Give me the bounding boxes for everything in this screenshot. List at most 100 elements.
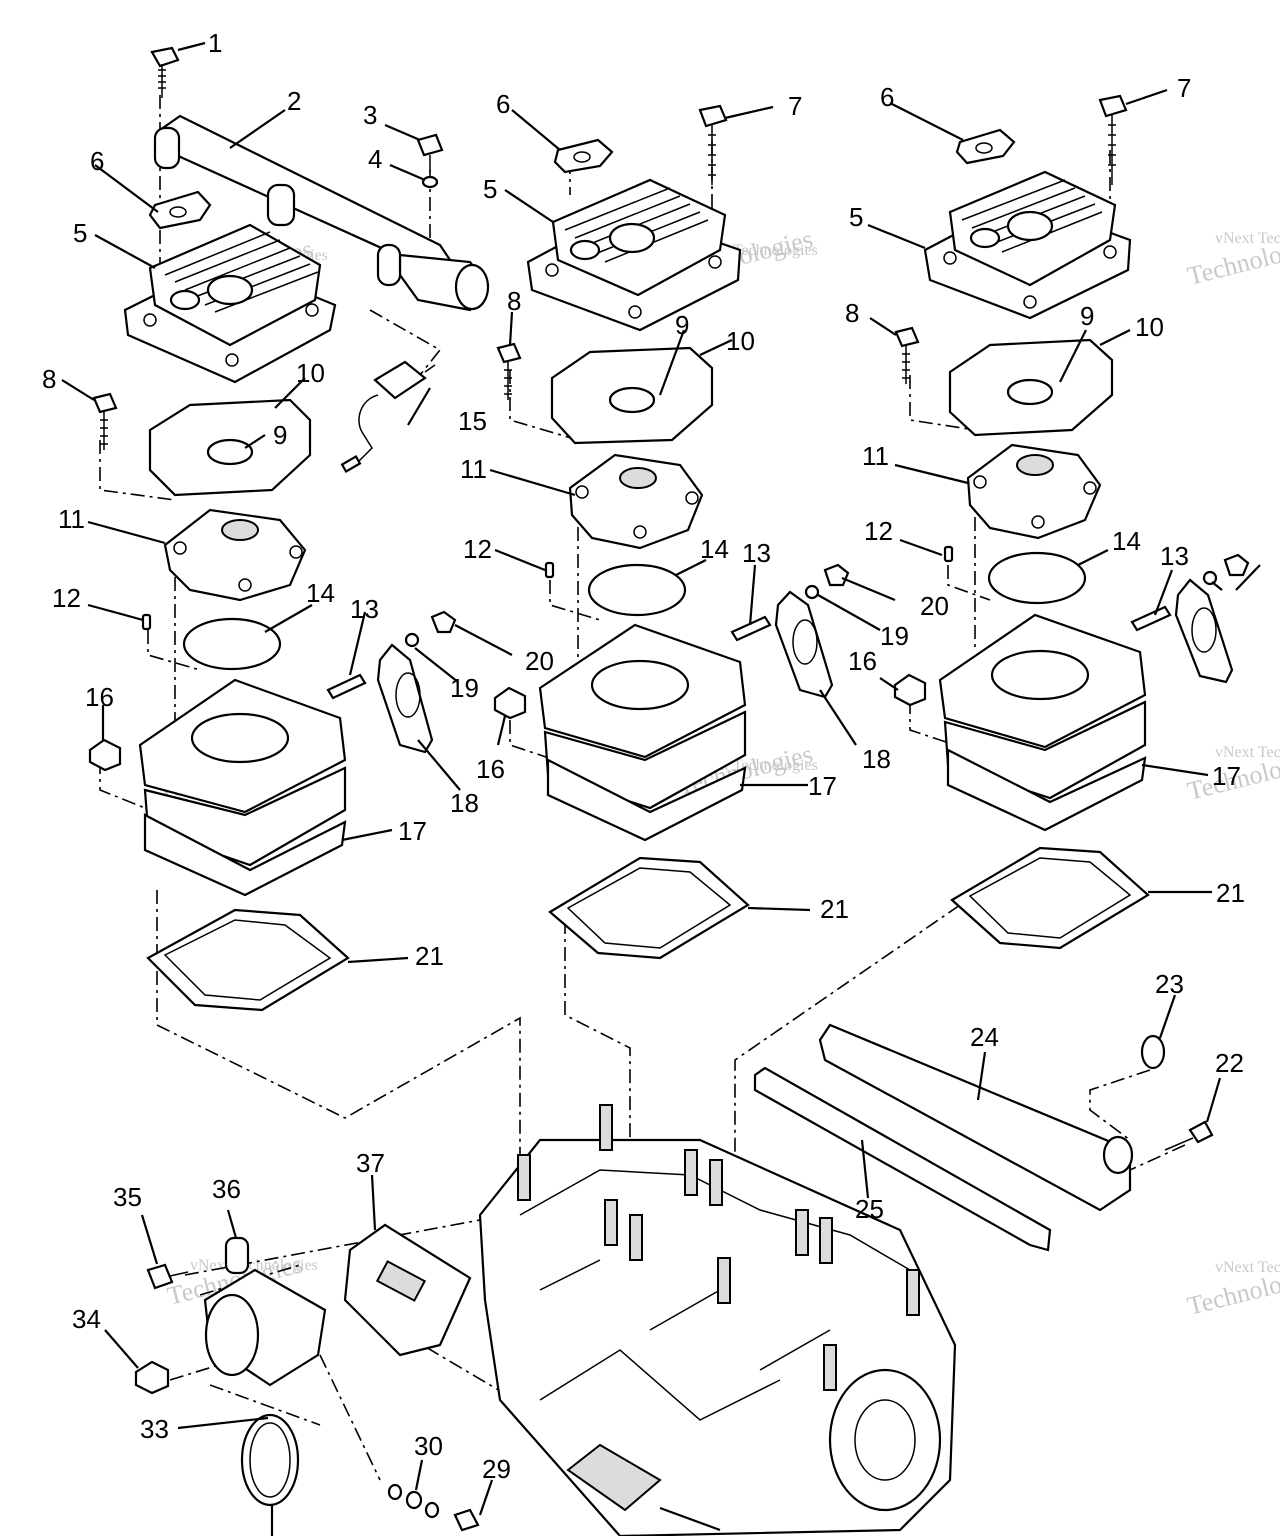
callout-29: 29 bbox=[482, 1454, 511, 1484]
left-column-parts bbox=[88, 46, 490, 1012]
callout-13: 13 bbox=[742, 538, 771, 568]
bolt-8 bbox=[496, 342, 522, 400]
nut-20 bbox=[1223, 553, 1250, 577]
nut-34 bbox=[134, 1360, 170, 1395]
gasket-6 bbox=[148, 190, 212, 230]
exhaust-cover-gasket bbox=[753, 1066, 1052, 1252]
callout-17: 17 bbox=[808, 771, 837, 801]
callout-30: 30 bbox=[414, 1431, 443, 1461]
nut-16 bbox=[88, 738, 122, 772]
callout-12: 12 bbox=[463, 534, 492, 564]
callout-5: 5 bbox=[849, 202, 863, 232]
cylinder bbox=[538, 623, 747, 842]
washer-4 bbox=[421, 175, 439, 189]
dowel-pin bbox=[943, 545, 954, 563]
callout-6: 6 bbox=[496, 89, 510, 119]
o-ring-9 bbox=[1006, 378, 1054, 406]
callout-10: 10 bbox=[1135, 312, 1164, 342]
cylinder-head bbox=[526, 178, 742, 332]
callout-18: 18 bbox=[450, 788, 479, 818]
watermark-text: vNext Technologies bbox=[1215, 1259, 1280, 1276]
callout-22: 22 bbox=[1215, 1048, 1244, 1078]
callout-5: 5 bbox=[483, 174, 497, 204]
nut-16 bbox=[893, 673, 927, 707]
crankcase-studs bbox=[517, 1104, 920, 1391]
callout-5: 5 bbox=[73, 218, 87, 248]
washer-19 bbox=[1202, 570, 1218, 586]
bolt-8 bbox=[92, 392, 118, 450]
head-insert bbox=[966, 443, 1102, 540]
head-insert bbox=[163, 508, 307, 602]
callout-12: 12 bbox=[864, 516, 893, 546]
bolt-35 bbox=[146, 1263, 174, 1290]
washer-30b bbox=[387, 1483, 403, 1501]
callout-7: 7 bbox=[788, 91, 802, 121]
callout-15: 15 bbox=[458, 406, 487, 436]
callout-18: 18 bbox=[862, 744, 891, 774]
o-ring-9 bbox=[206, 438, 254, 466]
base-gasket bbox=[950, 846, 1150, 950]
o-ring-14 bbox=[182, 617, 282, 671]
o-ring-9 bbox=[608, 386, 656, 414]
callout-21: 21 bbox=[1216, 878, 1245, 908]
callout-10: 10 bbox=[296, 358, 325, 388]
callout-8: 8 bbox=[507, 286, 521, 316]
callout-6: 6 bbox=[880, 82, 894, 112]
callout-20: 20 bbox=[920, 591, 949, 621]
callout-13: 13 bbox=[350, 594, 379, 624]
callout-16: 16 bbox=[848, 646, 877, 676]
gasket-6 bbox=[955, 128, 1016, 165]
callout-labels: 1 2 3 4 6 5 8 10 9 15 11 12 14 13 19 20 … bbox=[42, 28, 1245, 1484]
callout-24: 24 bbox=[970, 1022, 999, 1052]
callout-13: 13 bbox=[1160, 541, 1189, 571]
callout-21: 21 bbox=[820, 894, 849, 924]
cylinder bbox=[138, 678, 347, 897]
watermark-text: vNext Technologies bbox=[1215, 230, 1280, 247]
callout-1: 1 bbox=[208, 28, 222, 58]
nut-16 bbox=[493, 686, 527, 720]
watermark-text: vNext Technologies bbox=[1215, 744, 1280, 761]
center-column-parts bbox=[493, 104, 850, 960]
exhaust-gasket bbox=[774, 590, 834, 699]
callout-8: 8 bbox=[42, 364, 56, 394]
clamp-33 bbox=[240, 1413, 300, 1507]
callout-6: 6 bbox=[90, 146, 104, 176]
stud-13 bbox=[326, 673, 367, 700]
nut-20 bbox=[823, 563, 850, 587]
callout-10: 10 bbox=[726, 326, 755, 356]
bolt-29 bbox=[453, 1508, 480, 1532]
bolt-1 bbox=[150, 46, 180, 98]
water-manifold bbox=[153, 114, 490, 312]
callout-9: 9 bbox=[675, 310, 689, 340]
washer-19 bbox=[804, 584, 820, 600]
cylinder-head bbox=[123, 223, 337, 384]
callout-33: 33 bbox=[140, 1414, 169, 1444]
washer-19 bbox=[404, 632, 420, 648]
callout-9: 9 bbox=[273, 420, 287, 450]
stud-13 bbox=[730, 615, 772, 642]
base-gasket bbox=[548, 856, 750, 960]
callout-35: 35 bbox=[113, 1182, 142, 1212]
washer-30c bbox=[424, 1501, 440, 1519]
reed-petal bbox=[566, 1443, 662, 1512]
callout-19: 19 bbox=[880, 621, 909, 651]
callout-20: 20 bbox=[525, 646, 554, 676]
fitting bbox=[1102, 1135, 1134, 1175]
callout-2: 2 bbox=[287, 86, 301, 116]
callout-21: 21 bbox=[415, 941, 444, 971]
screw-3 bbox=[416, 133, 444, 172]
washer-30 bbox=[405, 1490, 423, 1510]
dowel-pin bbox=[544, 561, 555, 579]
callout-7: 7 bbox=[1177, 73, 1191, 103]
callout-11: 11 bbox=[460, 454, 487, 484]
cylinder-head bbox=[923, 170, 1132, 320]
right-column-parts bbox=[893, 94, 1250, 950]
exhaust-gasket bbox=[1174, 578, 1234, 684]
nut-20 bbox=[430, 610, 457, 634]
o-ring-14 bbox=[587, 563, 687, 617]
callout-23: 23 bbox=[1155, 969, 1184, 999]
callout-16: 16 bbox=[85, 682, 114, 712]
callout-19: 19 bbox=[450, 673, 479, 703]
callout-12: 12 bbox=[52, 583, 81, 613]
